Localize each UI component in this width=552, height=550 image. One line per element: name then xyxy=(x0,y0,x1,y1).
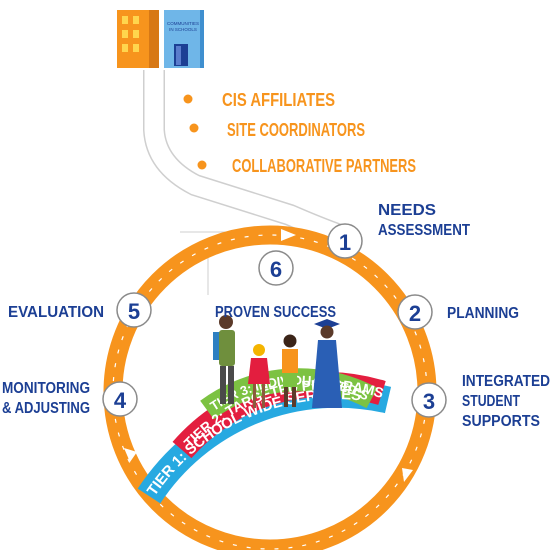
ring-arrow-icon xyxy=(124,448,137,462)
step-2: 2 xyxy=(397,294,433,330)
step-number: 1 xyxy=(339,230,351,255)
step-number: 5 xyxy=(128,299,140,324)
building-sign-line2: IN SCHOOLS xyxy=(169,27,197,32)
students-illustration-icon xyxy=(213,315,342,408)
step-number: 3 xyxy=(423,389,435,414)
step-1: 1 xyxy=(327,223,363,259)
step-6-label: PROVEN SUCCESS xyxy=(215,304,336,321)
path-item-site-coordinators: SITE COORDINATORS xyxy=(227,120,365,140)
step-5: 5 xyxy=(116,292,152,328)
step-4: 4 xyxy=(102,381,138,417)
school-building-icon: COMMUNITIES IN SCHOOLS xyxy=(112,8,204,70)
step-5-label: EVALUATION xyxy=(8,304,104,321)
path-dot xyxy=(183,94,193,104)
step-number: 2 xyxy=(409,301,421,326)
step-1-label-line2: ASSESSMENT xyxy=(378,222,470,239)
step-2-label: PLANNING xyxy=(447,305,519,322)
path-item-collaborative-partners: COLLABORATIVE PARTNERS xyxy=(232,156,416,176)
step-3-label-line1: INTEGRATED xyxy=(462,373,550,390)
step-number: 4 xyxy=(114,388,127,413)
path-items-list: CIS AFFILIATES SITE COORDINATORS COLLABO… xyxy=(183,90,416,176)
path-dot xyxy=(189,123,199,133)
step-3: 3 xyxy=(411,382,447,418)
building-sign-line1: COMMUNITIES xyxy=(167,21,199,26)
ring-arrow-icon xyxy=(281,229,296,241)
path-dot xyxy=(197,160,207,170)
step-4-label-line2: & ADJUSTING xyxy=(2,400,90,417)
path-item-cis-affiliates: CIS AFFILIATES xyxy=(222,90,335,110)
step-number: 6 xyxy=(270,257,282,282)
step-3-label-line2: STUDENT xyxy=(462,393,520,410)
step-4-label-line1: MONITORING xyxy=(2,380,90,397)
step-3-label-line3: SUPPORTS xyxy=(462,413,540,430)
step-6: 6 xyxy=(258,250,294,286)
ring-arrow-icon xyxy=(402,468,413,482)
step-1-label-line1: NEEDS xyxy=(378,202,436,219)
